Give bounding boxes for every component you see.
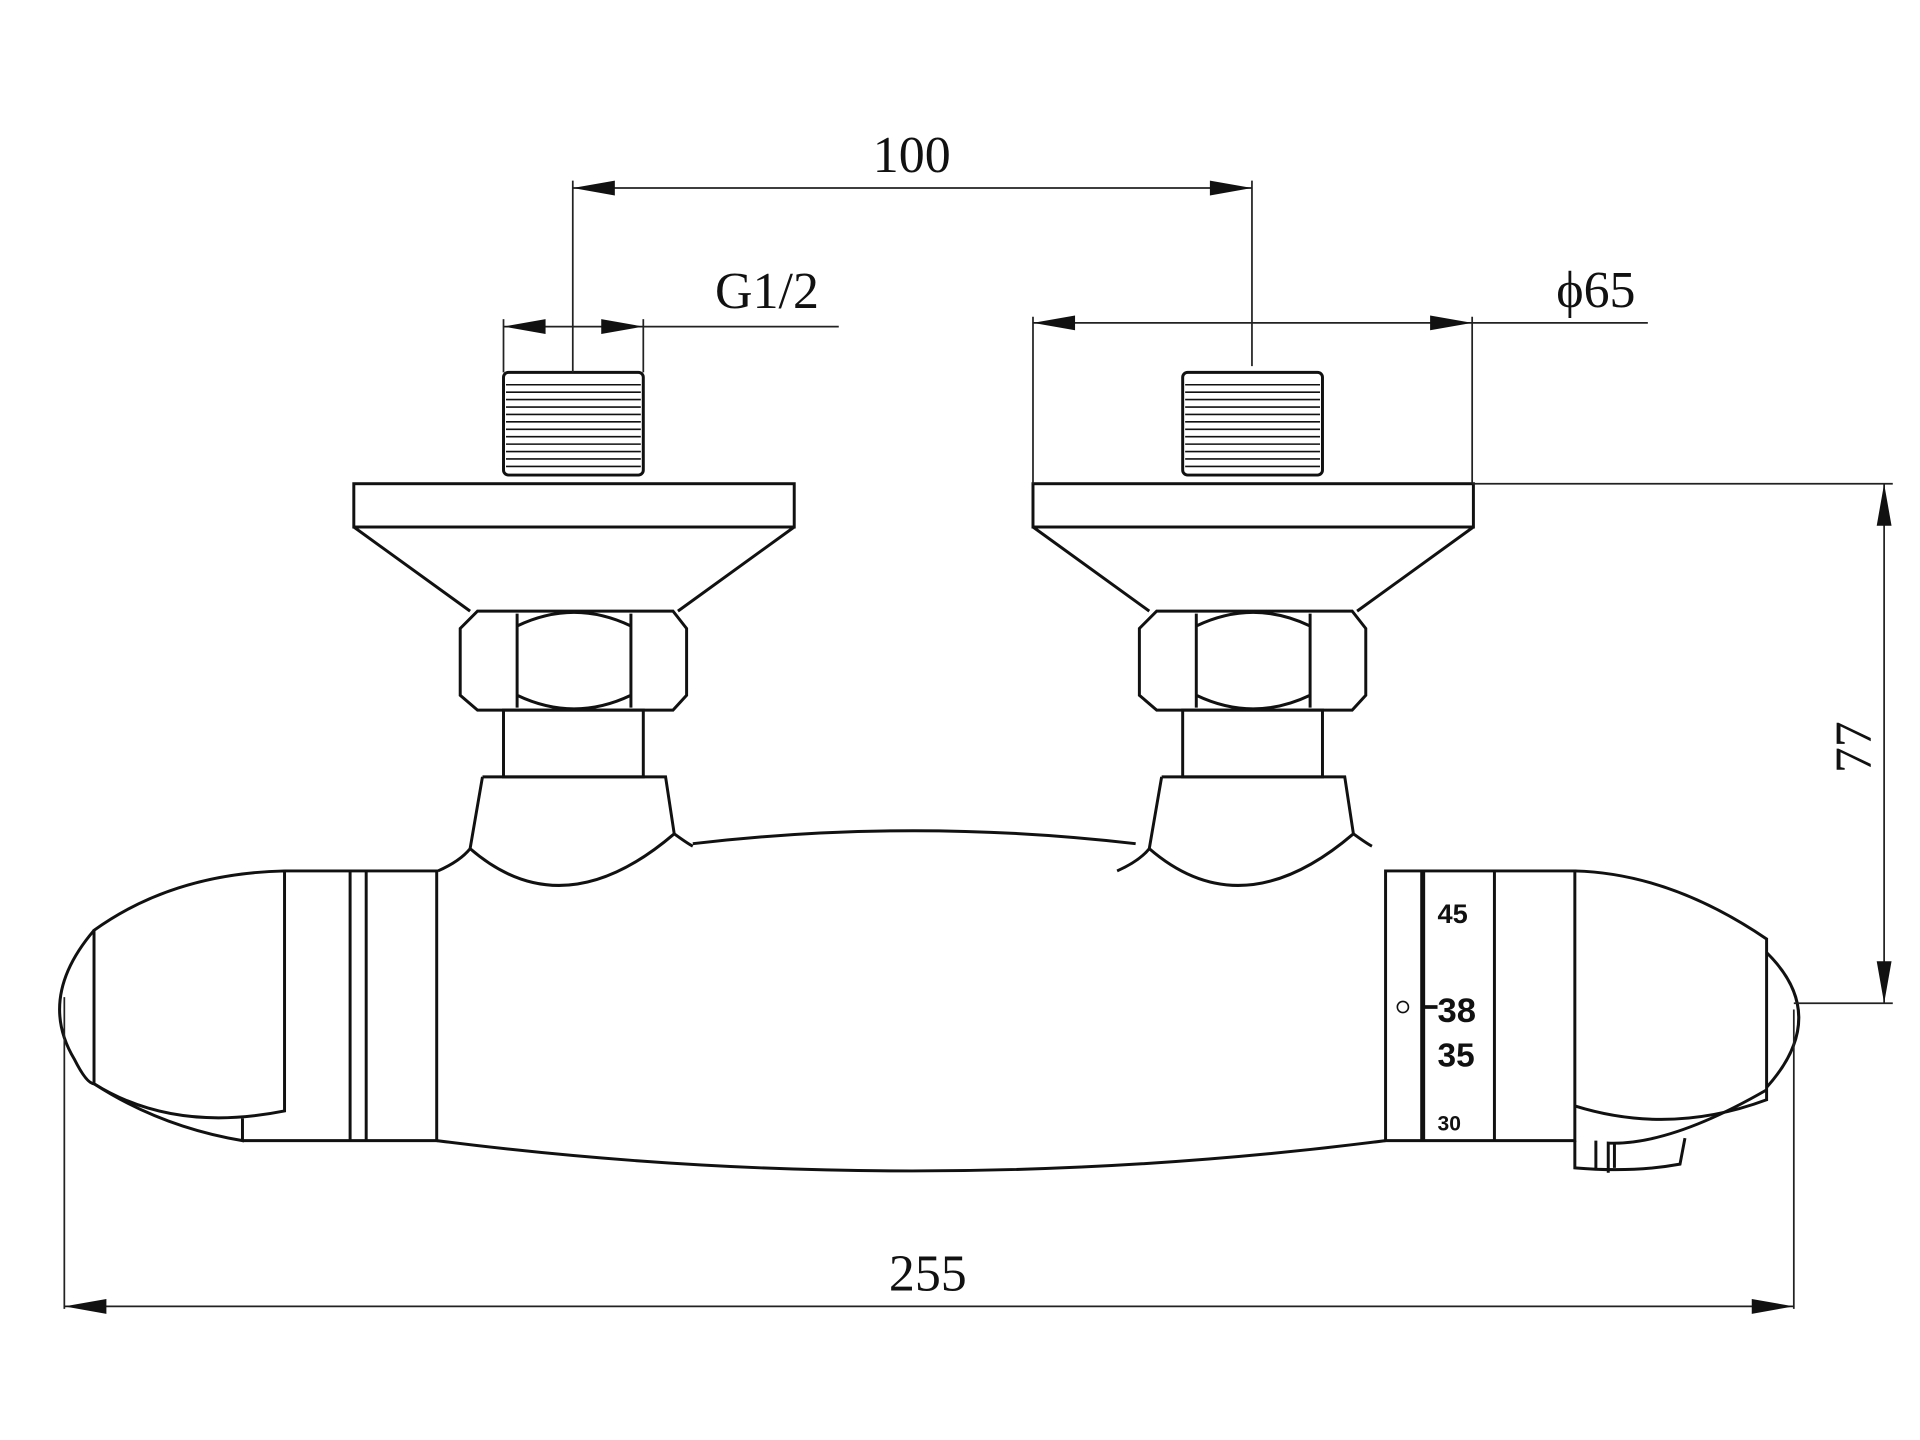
dimension-inlet-spacing: 100 — [571, 127, 1253, 373]
scale-label-30: 30 — [1438, 1113, 1461, 1136]
valve-body: 45 38 35 30 — [58, 829, 1801, 1173]
right-inlet-fitting — [1031, 370, 1475, 887]
dimension-flange-diameter: ϕ65 — [1032, 262, 1648, 484]
dimension-height: 77 — [1472, 482, 1893, 1005]
left-inlet-fitting — [352, 370, 796, 887]
scale-label-45: 45 — [1438, 898, 1468, 929]
dimension-label-diameter: ϕ65 — [1556, 262, 1635, 319]
dimension-label-thread: G1/2 — [715, 263, 819, 320]
dimension-thread: G1/2 — [502, 263, 839, 373]
dimension-label-77: 77 — [1826, 721, 1883, 773]
dimension-label-255: 255 — [889, 1245, 967, 1302]
scale-label-38: 38 — [1438, 992, 1477, 1030]
dimension-label-100: 100 — [873, 127, 951, 184]
scale-label-35: 35 — [1438, 1037, 1475, 1074]
dimension-overall-length: 255 — [63, 997, 1795, 1314]
